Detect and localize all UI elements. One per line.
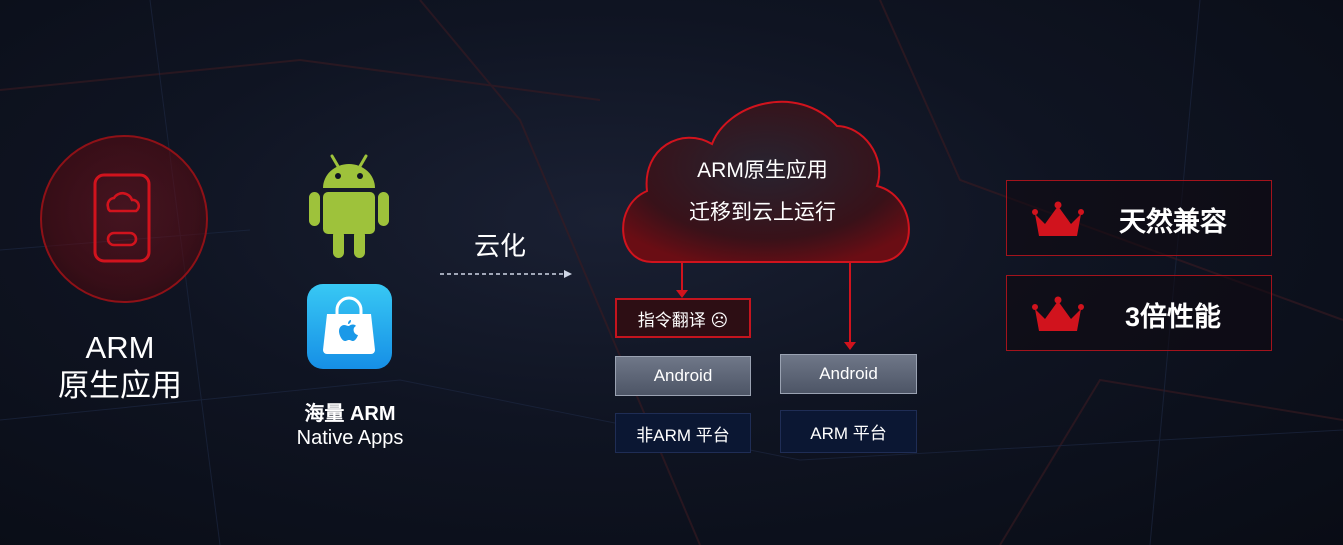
- apps-label-line1: 海量 ARM: [304, 403, 396, 425]
- android-label-right: Android: [819, 364, 878, 383]
- arm-title-line1: ARM: [85, 330, 155, 365]
- feature-label: 3倍性能: [1124, 301, 1222, 332]
- non-arm-platform-label: 非ARM 平台: [636, 425, 730, 445]
- phone-circle: [40, 135, 208, 303]
- phone-cloud-icon: [93, 173, 151, 263]
- feature-label: 天然兼容: [1119, 206, 1227, 237]
- crown-icon: [1032, 201, 1084, 236]
- instruction-translate-box: 指令翻译 ☹: [615, 298, 751, 338]
- feature-performance: 3倍性能: [1006, 275, 1272, 351]
- cloud-shape: [622, 100, 910, 350]
- feature-compatibility: 天然兼容: [1006, 180, 1272, 256]
- instruction-translate-label: 指令翻译 ☹: [637, 310, 729, 330]
- android-label-left: Android: [653, 366, 713, 385]
- android-icon: [309, 154, 389, 258]
- dashed-arrow: [440, 270, 572, 278]
- app-store-bag-icon: [307, 284, 392, 369]
- arm-title-line2: 原生应用: [58, 368, 182, 403]
- crown-icon: [1032, 296, 1084, 331]
- android-box-right: Android: [780, 354, 917, 394]
- cloud-text-line2: 迁移到云上运行: [689, 201, 836, 224]
- arm-platform-box: ARM 平台: [780, 410, 917, 453]
- cloud-text-line1: ARM原生应用: [697, 159, 828, 182]
- non-arm-platform-box: 非ARM 平台: [615, 413, 751, 453]
- transition-label: 云化: [474, 231, 527, 261]
- arm-platform-label: ARM 平台: [810, 424, 887, 443]
- android-box-left: Android: [615, 356, 751, 396]
- apps-label-line2: Native Apps: [296, 427, 404, 449]
